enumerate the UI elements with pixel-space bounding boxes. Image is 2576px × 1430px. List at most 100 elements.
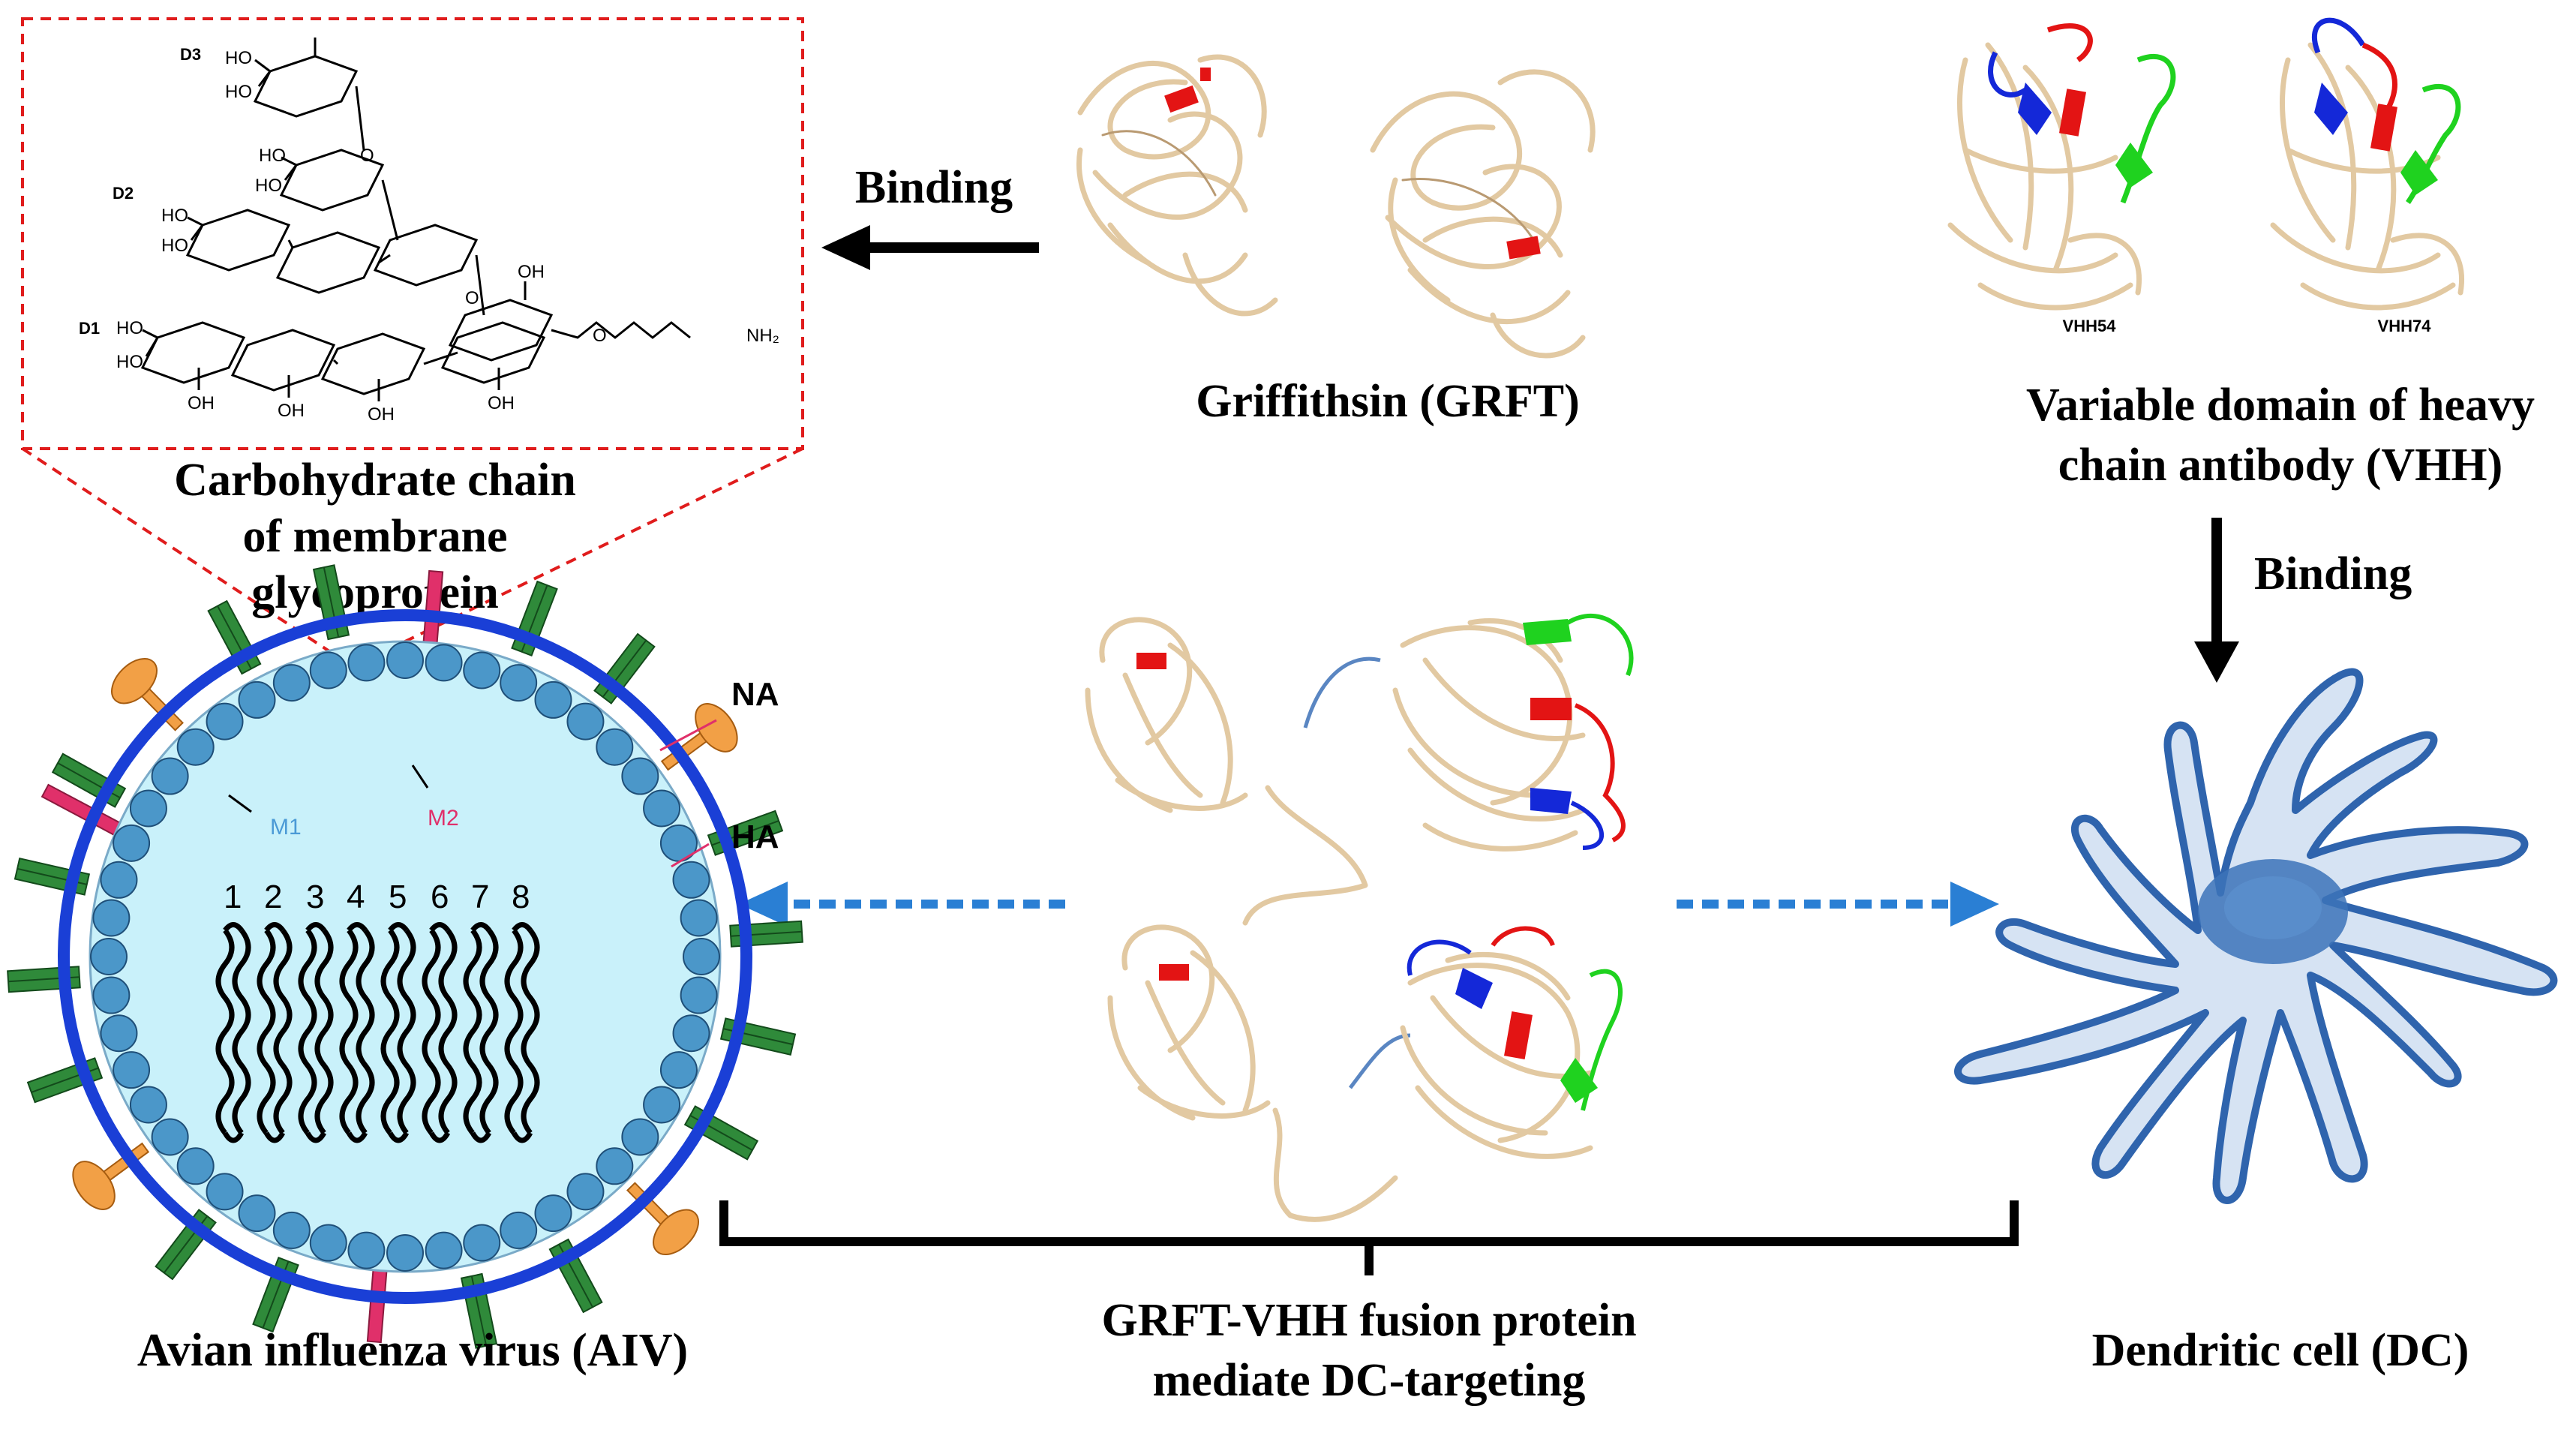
nh2-label: NH₂ bbox=[746, 326, 779, 346]
o-label: O bbox=[465, 288, 479, 308]
m1-bead bbox=[176, 1147, 215, 1185]
virus-envelope-outer bbox=[58, 609, 752, 1304]
rnp-strand bbox=[232, 928, 251, 1135]
dotted-arrow-left-head bbox=[739, 882, 788, 927]
m2-pointer bbox=[411, 765, 429, 789]
m1-label: M1 bbox=[270, 815, 302, 840]
griffithsin-label: Griffithsin (GRFT) bbox=[1196, 376, 1579, 427]
fusion-lower-vhh-cdr2 bbox=[1504, 1011, 1533, 1059]
m1-bead bbox=[643, 789, 681, 828]
rnp-strand-cap bbox=[511, 922, 533, 1143]
rnp-strand-cap bbox=[222, 922, 245, 1143]
vhh54-label: VHH54 bbox=[2063, 317, 2117, 335]
grft-binding-site-2 bbox=[1506, 236, 1541, 260]
m1-bead bbox=[534, 680, 572, 719]
dotted-arrow-right-head bbox=[1950, 882, 1999, 927]
m1-bead bbox=[672, 861, 710, 899]
fusion-upper-grft-site bbox=[1136, 653, 1166, 669]
m1-bead bbox=[500, 664, 538, 702]
na-spike bbox=[660, 703, 738, 771]
carb-caption-line3: glycoprotein bbox=[251, 567, 499, 618]
d3-label: D3 bbox=[180, 45, 201, 64]
vhh-caption: Variable domain of heavy chain antibody … bbox=[2026, 380, 2535, 491]
segment-number: 7 bbox=[471, 879, 489, 915]
d1-label: D1 bbox=[79, 319, 100, 338]
m1-bead bbox=[92, 899, 131, 937]
binding-right-label: Binding bbox=[2254, 548, 2412, 599]
ho-label: HO bbox=[225, 82, 252, 102]
d2-label: D2 bbox=[113, 184, 134, 203]
vhh-caption-line1: Variable domain of heavy bbox=[2026, 380, 2535, 431]
rnp-strand bbox=[380, 928, 400, 1135]
binding-top-head bbox=[821, 225, 870, 270]
m1-bead bbox=[113, 824, 151, 862]
m1-bead bbox=[272, 1211, 311, 1249]
na-pointer bbox=[659, 719, 717, 752]
carbohydrate-callout: D3 D2 D1 HO HO HO HO HO HO HO HO OH OH O… bbox=[21, 17, 804, 738]
segment-number: 2 bbox=[264, 879, 282, 915]
ha-label: HA bbox=[731, 819, 779, 855]
m1-bead bbox=[238, 680, 276, 719]
m1-bead bbox=[113, 1051, 151, 1089]
vhh74-cdr3 bbox=[2400, 150, 2438, 195]
m1-bead bbox=[534, 1194, 572, 1233]
carb-caption-line2: of membrane bbox=[243, 511, 508, 562]
o-label: O bbox=[593, 326, 607, 346]
m1-bead bbox=[463, 1224, 501, 1262]
rnp-strand bbox=[397, 928, 416, 1135]
fusion-lower-linker bbox=[1348, 1033, 1411, 1089]
fusion-lower-grft-site bbox=[1159, 964, 1189, 981]
ho-label: HO bbox=[116, 352, 143, 372]
rnp-strand bbox=[521, 928, 540, 1135]
m1-bead bbox=[672, 1014, 710, 1053]
vhh74-structure: VHH74 bbox=[2270, 17, 2464, 335]
fusion-caption-line1: GRFT-VHH fusion protein bbox=[1101, 1295, 1636, 1346]
dotted-arrow-right bbox=[1677, 882, 1999, 927]
rnp-strand bbox=[298, 928, 317, 1135]
m1-bead bbox=[680, 976, 718, 1014]
rnp-strand-cap bbox=[305, 922, 327, 1143]
rnp-strand bbox=[463, 928, 482, 1135]
m1-bead bbox=[596, 1147, 634, 1185]
vhh74-cdr1 bbox=[2314, 83, 2348, 135]
m1-bead bbox=[347, 644, 386, 682]
m1-bead bbox=[272, 664, 311, 702]
dc-label: Dendritic cell (DC) bbox=[2092, 1325, 2469, 1376]
na-spike bbox=[111, 658, 184, 732]
fusion-protein-lower bbox=[1107, 924, 1623, 1222]
carb-caption-line1: Carbohydrate chain bbox=[174, 455, 576, 506]
rnp-strand-cap bbox=[428, 922, 451, 1143]
segment-number: 1 bbox=[224, 879, 242, 915]
binding-arrow-right: Binding bbox=[2194, 518, 2412, 683]
m1-bead bbox=[100, 1014, 138, 1053]
o-label: O bbox=[360, 146, 374, 166]
rnp-strand bbox=[257, 928, 276, 1135]
na-spike bbox=[72, 1142, 150, 1210]
m1-bead bbox=[92, 976, 131, 1014]
oh-label: OH bbox=[488, 393, 515, 413]
aiv-label: Avian influenza virus (AIV) bbox=[137, 1325, 688, 1376]
vhh54-cdr1 bbox=[2018, 83, 2052, 135]
vhh-caption-line2: chain antibody (VHH) bbox=[2058, 440, 2503, 491]
vhh74-cdr2 bbox=[2370, 104, 2398, 152]
binding-arrow-top: Binding bbox=[821, 162, 1039, 270]
rnp-strand bbox=[504, 928, 524, 1135]
m1-bead bbox=[309, 1224, 347, 1262]
m1-bead bbox=[621, 757, 659, 795]
fusion-caption-line2: mediate DC-targeting bbox=[1153, 1355, 1586, 1406]
m1-bead bbox=[680, 899, 718, 937]
m1-bead bbox=[347, 1231, 386, 1269]
m1-bead bbox=[386, 1234, 424, 1272]
rnp-strand bbox=[339, 928, 359, 1135]
m1-bead bbox=[309, 651, 347, 689]
m2-label: M2 bbox=[428, 806, 459, 831]
vhh74-label: VHH74 bbox=[2378, 317, 2432, 335]
ho-label: HO bbox=[225, 48, 252, 68]
rnp-strand-cap bbox=[263, 922, 286, 1143]
m1-bead bbox=[566, 702, 605, 741]
segment-number: 8 bbox=[512, 879, 530, 915]
avian-influenza-virus: 1 2 3 4 5 6 7 8 NA HA M1 M2 Avian influe… bbox=[7, 564, 803, 1376]
oh-label: OH bbox=[518, 262, 545, 282]
